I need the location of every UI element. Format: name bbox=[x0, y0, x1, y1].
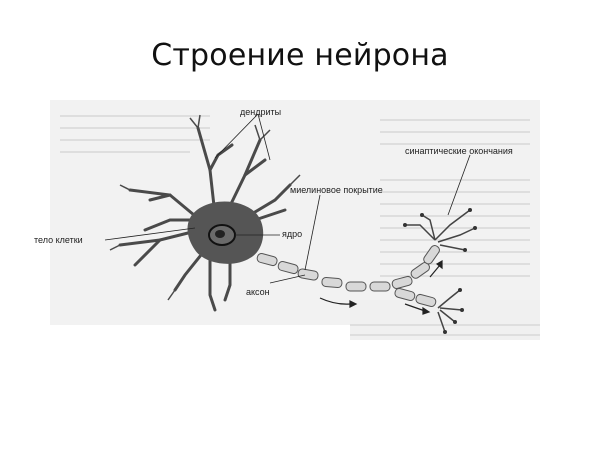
label-myelin: миелиновое покрытие bbox=[290, 185, 383, 195]
neuron-diagram: дендриты тело клетки ядро аксон миелинов… bbox=[34, 100, 550, 340]
label-nucleus: ядро bbox=[282, 229, 303, 239]
label-cell-body: тело клетки bbox=[34, 235, 83, 245]
neuron-illustration bbox=[60, 113, 540, 336]
slide-title: Строение нейрона bbox=[151, 38, 449, 73]
textbook-background bbox=[50, 100, 540, 325]
label-synaptic-endings: синаптические окончания bbox=[405, 146, 513, 156]
label-axon: аксон bbox=[246, 287, 270, 297]
label-dendrites: дендриты bbox=[240, 107, 282, 117]
